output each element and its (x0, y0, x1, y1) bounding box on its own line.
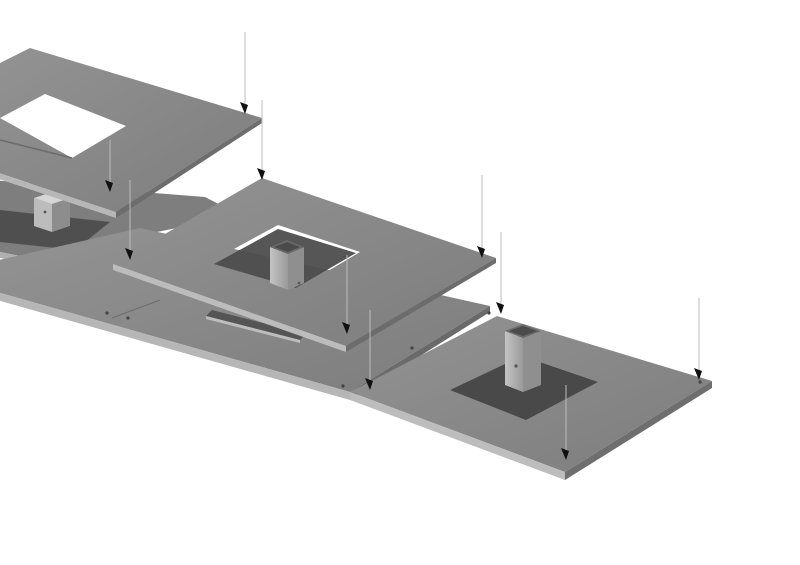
post-middle-visible (270, 240, 304, 290)
arrowhead-4 (125, 248, 133, 260)
assembly-arrows (105, 32, 702, 460)
floating-frame-plate-left (0, 48, 262, 218)
floating-frame-plate-middle (113, 178, 496, 352)
post-left (34, 192, 70, 232)
arrowhead-8 (365, 378, 373, 390)
arrowhead-2 (105, 180, 113, 192)
arrowhead-6 (342, 322, 350, 334)
arrowhead-10 (561, 448, 569, 460)
arrowhead-5 (477, 246, 485, 258)
post-right (505, 324, 541, 392)
arrowhead-3 (257, 168, 265, 180)
arrowhead-7 (496, 302, 504, 314)
arrowhead-1 (240, 102, 248, 114)
arrowhead-9 (694, 368, 702, 380)
